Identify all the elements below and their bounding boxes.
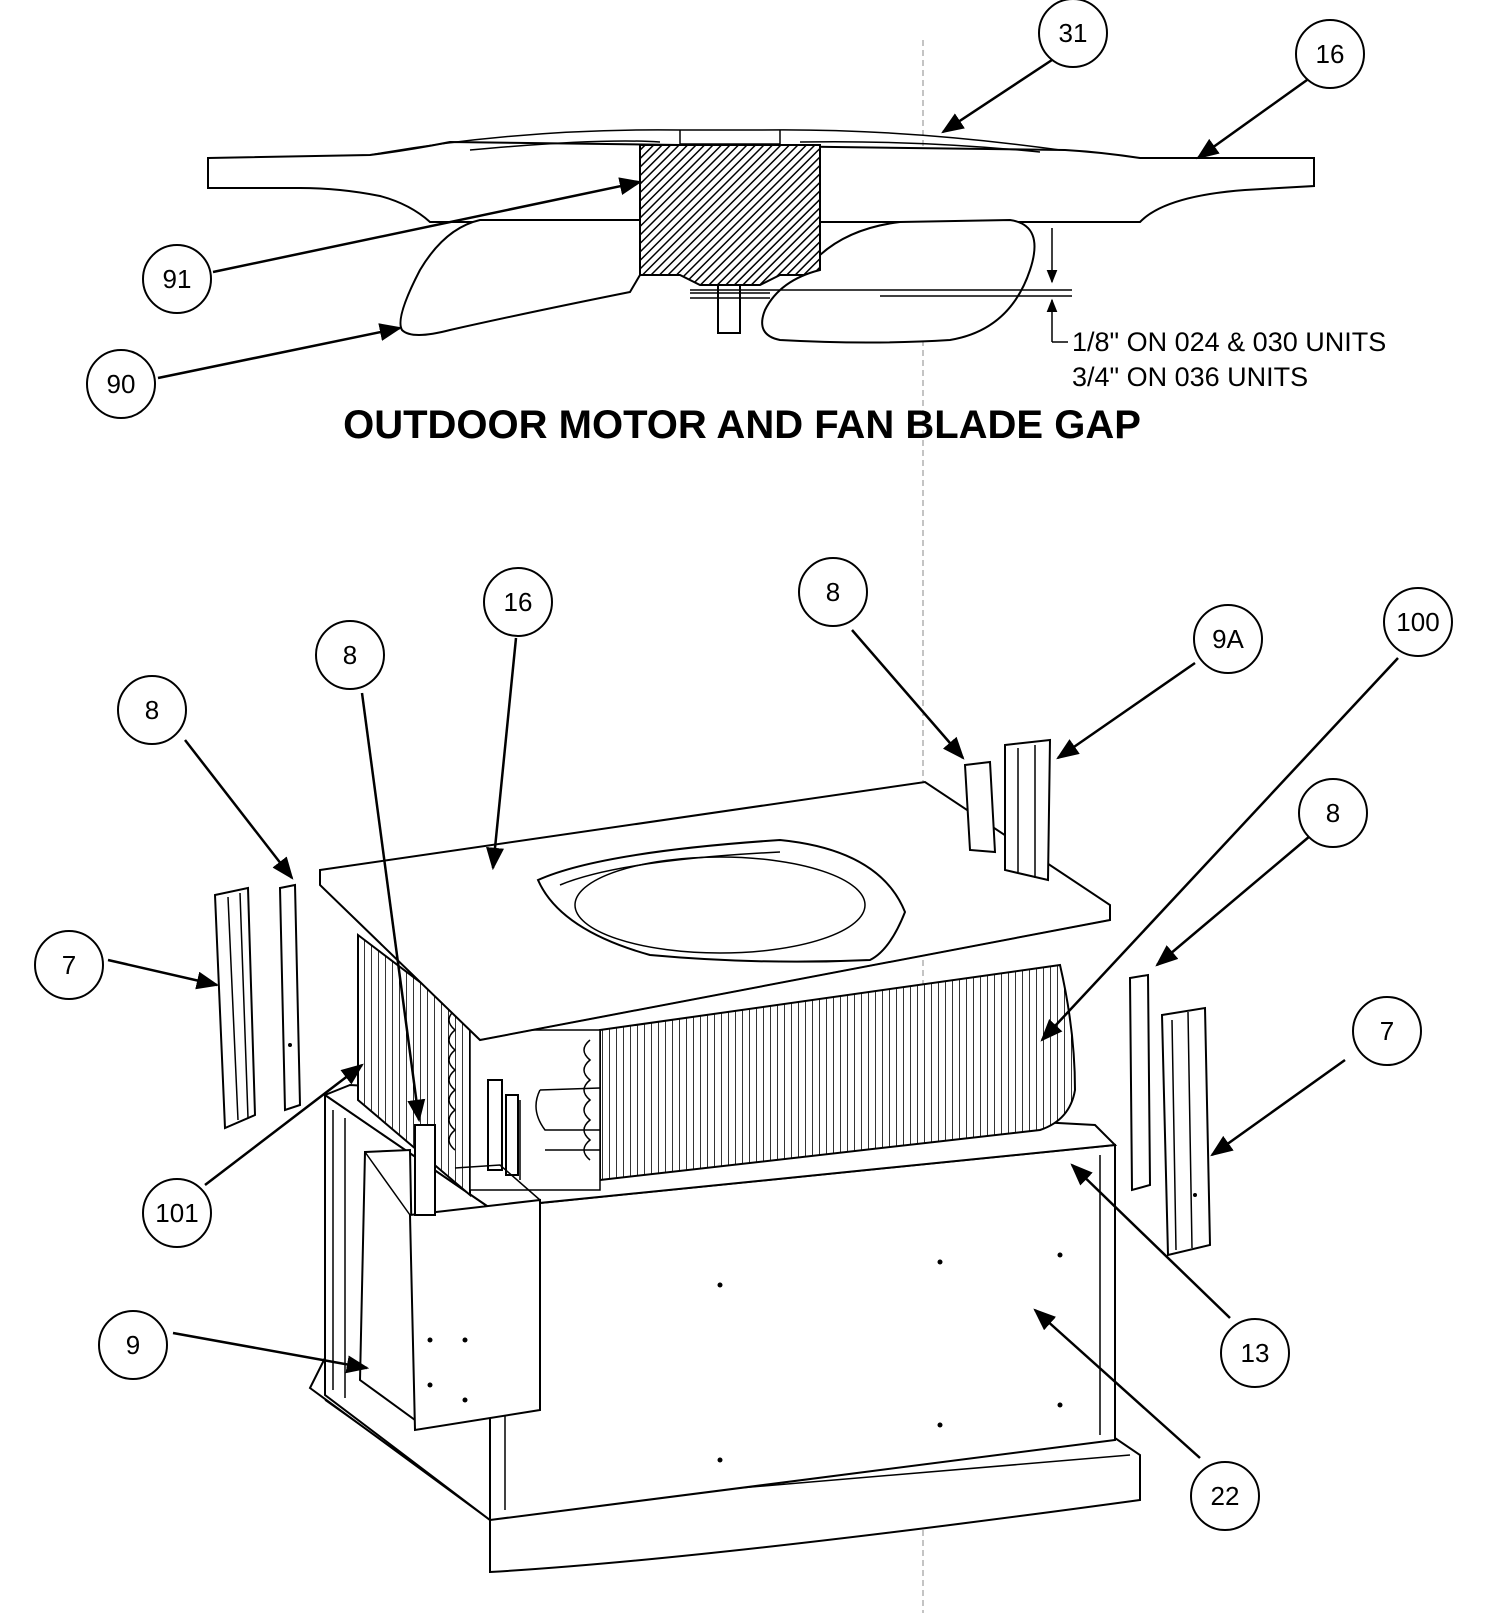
corner-post-9a: [1004, 738, 1052, 882]
leader-lines: [107, 56, 1399, 1459]
coil-guard-left-8: [278, 883, 302, 1112]
fan-motor: [639, 144, 821, 286]
svg-text:31: 31: [1059, 18, 1088, 48]
svg-text:7: 7: [1380, 1016, 1394, 1046]
callout-8-left: 8: [117, 675, 187, 745]
callout-7-right: 7: [1352, 996, 1422, 1066]
fan-assembly-detail: 1/8" ON 024 & 030 UNITS 3/4" ON 036 UNIT…: [207, 129, 1386, 392]
control-box-mount: [414, 1124, 436, 1216]
svg-text:8: 8: [1326, 798, 1340, 828]
svg-text:91: 91: [163, 264, 192, 294]
unit-exploded-view: [213, 738, 1212, 1574]
svg-text:22: 22: [1211, 1481, 1240, 1511]
svg-text:101: 101: [155, 1198, 198, 1228]
callout-22: 22: [1190, 1461, 1260, 1531]
refrigerant-tubing: [448, 1009, 601, 1191]
callout-13: 13: [1220, 1318, 1290, 1388]
svg-text:7: 7: [62, 950, 76, 980]
callout-91: 91: [142, 244, 212, 314]
callout-9a: 9A: [1193, 604, 1263, 674]
callout-90: 90: [86, 349, 156, 419]
coil-guard-right-8: [1128, 973, 1152, 1192]
condenser-coil-front: [599, 963, 1077, 1182]
callout-100: 100: [1383, 587, 1453, 657]
callout-101: 101: [142, 1178, 212, 1248]
fan-blade-left: [399, 219, 641, 336]
base-pan: [308, 1356, 1141, 1574]
svg-text:16: 16: [504, 587, 533, 617]
svg-text:16: 16: [1316, 39, 1345, 69]
callout-9: 9: [98, 1310, 168, 1380]
gap-note-line2: 3/4" ON 036 UNITS: [1072, 362, 1308, 392]
callout-8-rear: 8: [798, 557, 868, 627]
svg-text:8: 8: [826, 577, 840, 607]
corner-post-right-7: [1160, 1006, 1212, 1257]
fan-grille: [369, 129, 1061, 156]
svg-text:90: 90: [107, 369, 136, 399]
coil-guard-rear-8: [963, 760, 997, 854]
control-box-cover: [408, 1198, 541, 1432]
svg-text:8: 8: [343, 640, 357, 670]
svg-text:8: 8: [145, 695, 159, 725]
callout-8-center: 8: [315, 620, 385, 690]
corner-post-left-7: [213, 886, 257, 1130]
gap-note-line1: 1/8" ON 024 & 030 UNITS: [1072, 327, 1386, 357]
callout-16: 16: [483, 567, 553, 637]
motor-shaft: [717, 284, 741, 334]
svg-text:13: 13: [1241, 1338, 1270, 1368]
top-panel-fan-opening: [536, 838, 907, 963]
svg-text:9A: 9A: [1212, 624, 1244, 654]
callout-8-right: 8: [1298, 778, 1368, 848]
diagram-title: OUTDOOR MOTOR AND FAN BLADE GAP: [343, 403, 1141, 447]
control-box-9: [358, 1148, 417, 1422]
fan-blade-right: [761, 218, 1036, 344]
callout-7-left: 7: [34, 930, 104, 1000]
svg-text:100: 100: [1396, 607, 1439, 637]
callout-16-top: 16: [1295, 19, 1365, 89]
svg-text:9: 9: [126, 1330, 140, 1360]
callout-31: 31: [1038, 0, 1108, 68]
